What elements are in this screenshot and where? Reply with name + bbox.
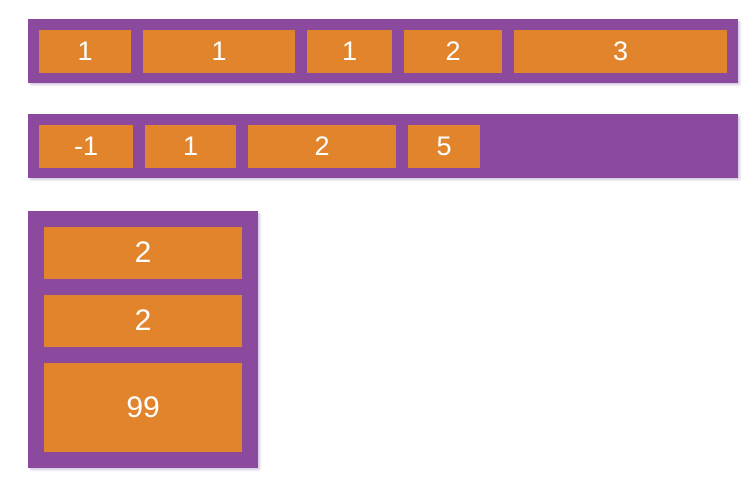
flex-item: 2	[44, 295, 242, 347]
flex-item: 1	[143, 29, 295, 73]
flex-item: 1	[307, 29, 392, 73]
flex-container-row-1: 1 1 1 2 3	[28, 19, 738, 83]
flex-item: 1	[39, 29, 131, 73]
flex-item: 99	[44, 363, 242, 452]
flex-container-row-2: -1 1 2 5	[28, 114, 738, 178]
flex-item: 3	[514, 29, 727, 73]
flex-item: 2	[44, 227, 242, 279]
flex-item: -1	[39, 124, 133, 168]
flex-item: 2	[404, 29, 502, 73]
flex-container-column: 2 2 99	[28, 211, 258, 468]
flex-item: 1	[145, 124, 236, 168]
flex-item: 2	[248, 124, 396, 168]
flex-item: 5	[408, 124, 480, 168]
